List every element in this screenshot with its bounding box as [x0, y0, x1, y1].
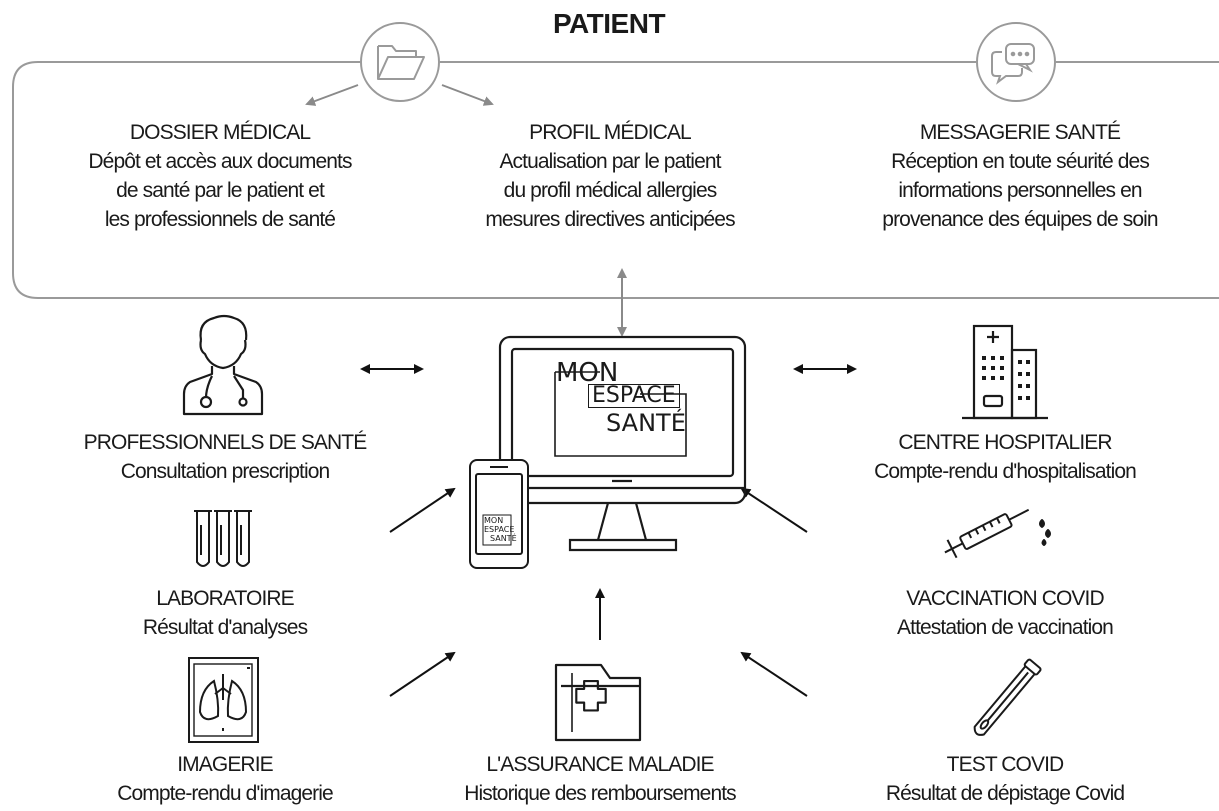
- hopital-heading: CENTRE HOSPITALIER: [898, 431, 1112, 454]
- imagerie-node: IMAGERIE Compte-rendu d'imagerie: [20, 750, 430, 808]
- swab-tube-icon: [973, 658, 1042, 736]
- laboratoire-heading: LABORATOIRE: [156, 587, 294, 610]
- messagerie-line-3: provenance des équipes de soin: [882, 208, 1158, 231]
- professionnels-desc: Consultation prescription: [120, 460, 331, 483]
- laboratoire-node: LABORATOIRE Résultat d'analyses: [20, 584, 430, 642]
- arrow-laboratoire: [389, 487, 456, 533]
- chat-bubbles-icon: [976, 22, 1056, 102]
- profil-section: PROFIL MÉDICAL Actualisation par le pati…: [430, 118, 790, 234]
- vaccination-node: VACCINATION COVID Attestation de vaccina…: [800, 584, 1210, 642]
- phone-logo-line-3: SANTÉ: [490, 534, 517, 543]
- professionnels-heading: PROFESSIONNELS DE SANTÉ: [83, 431, 368, 454]
- hopital-node: CENTRE HOSPITALIER Compte-rendu d'hospit…: [800, 428, 1210, 486]
- assurance-desc: Historique des remboursements: [464, 782, 736, 805]
- test-heading: TEST COVID: [946, 753, 1065, 776]
- monitor-logo-line-2: ESPACE: [588, 384, 680, 408]
- test-desc: Résultat de dépistage Covid: [885, 782, 1125, 805]
- profil-line-1: Actualisation par le patient: [499, 150, 721, 173]
- phone-logo-line-1: MON: [484, 516, 504, 525]
- imagerie-desc: Compte-rendu d'imagerie: [117, 782, 333, 805]
- dossier-heading: DOSSIER MÉDICAL: [129, 121, 311, 144]
- smartphone-icon: [469, 459, 529, 569]
- arrow-to-profil: [441, 84, 494, 106]
- hospital-icon: [962, 324, 1048, 420]
- folder-icon: [360, 22, 440, 102]
- dossier-line-3: les professionnels de santé: [104, 208, 336, 231]
- dossier-line-2: de santé par le patient et: [116, 179, 325, 202]
- patient-frame: [12, 61, 1219, 299]
- messagerie-line-1: Réception en toute séurité des: [891, 150, 1150, 173]
- test-node: TEST COVID Résultat de dépistage Covid: [800, 750, 1210, 808]
- test-tubes-icon: [194, 510, 252, 567]
- syringe-icon: [944, 508, 1051, 559]
- phone-logo-line-2: ESPACE: [484, 525, 515, 534]
- monitor-logo-line-3: SANTÉ: [606, 409, 686, 437]
- profil-line-2: du profil médical allergies: [503, 179, 718, 202]
- assurance-node: L'ASSURANCE MALADIE Historique des rembo…: [420, 750, 780, 808]
- hopital-desc: Compte-rendu d'hospitalisation: [874, 460, 1137, 483]
- phone-logo: MON ESPACE SANTÉ: [484, 516, 517, 543]
- arrow-imagerie: [389, 651, 456, 697]
- assurance-heading: L'ASSURANCE MALADIE: [486, 753, 714, 776]
- doctor-icon: [182, 314, 264, 416]
- arrow-vaccination: [740, 487, 808, 533]
- professionnels-node: PROFESSIONNELS DE SANTÉ Consultation pre…: [20, 428, 430, 486]
- monitor-icon: [498, 335, 747, 552]
- profil-line-3: mesures directives anticipées: [485, 208, 735, 231]
- arrow-test: [740, 651, 808, 697]
- vaccination-desc: Attestation de vaccination: [897, 616, 1114, 639]
- monitor-logo-line-1: MON: [556, 358, 619, 388]
- dossier-section: DOSSIER MÉDICAL Dépôt et accès aux docum…: [40, 118, 400, 234]
- page-title: PATIENT: [552, 8, 666, 39]
- dossier-line-1: Dépôt et accès aux documents: [88, 150, 352, 173]
- vaccination-heading: VACCINATION COVID: [906, 587, 1104, 610]
- messagerie-section: MESSAGERIE SANTÉ Réception en toute séur…: [830, 118, 1210, 234]
- arrow-to-dossier: [305, 84, 359, 106]
- profil-heading: PROFIL MÉDICAL: [529, 121, 692, 144]
- imagerie-heading: IMAGERIE: [177, 753, 273, 776]
- laboratoire-desc: Résultat d'analyses: [142, 616, 308, 639]
- messagerie-heading: MESSAGERIE SANTÉ: [919, 121, 1121, 144]
- messagerie-line-2: informations personnelles en: [898, 179, 1142, 202]
- medical-folder-icon: [554, 663, 642, 742]
- monitor-logo: [554, 371, 687, 457]
- xray-icon: [188, 657, 259, 743]
